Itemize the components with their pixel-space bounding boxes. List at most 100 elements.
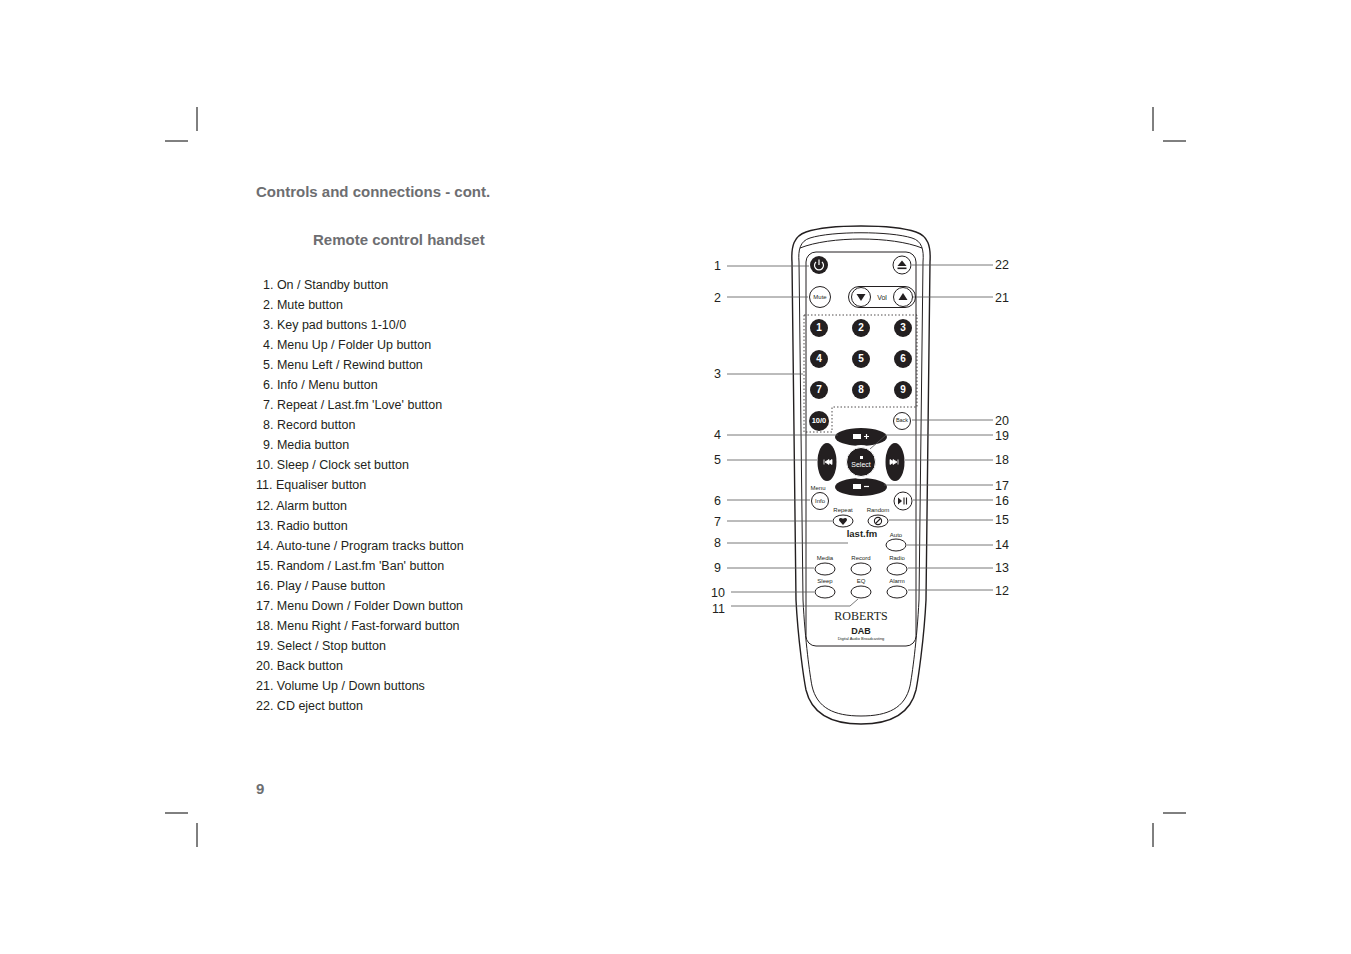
navigation-pad — [844, 445, 878, 479]
remote-body — [792, 226, 930, 724]
keypad-button: 3 — [894, 319, 912, 337]
callout-number: 18 — [995, 453, 1009, 467]
crop-mark — [1153, 823, 1154, 847]
oval-button — [887, 563, 907, 575]
remote-body — [800, 239, 922, 248]
navigation-pad — [818, 428, 905, 496]
leader-line — [727, 568, 814, 569]
navigation-pad — [886, 443, 905, 481]
oval-button — [815, 563, 835, 575]
play-pause-button — [898, 498, 902, 505]
leader-line — [905, 460, 993, 461]
navigation-pad — [835, 428, 887, 446]
navigation-pad — [853, 434, 861, 439]
remote-body — [806, 252, 916, 646]
callout-number: 19 — [995, 429, 1009, 443]
keypad-button: 9 — [894, 381, 912, 399]
list-item: 5. Menu Left / Rewind button — [263, 358, 423, 372]
leader-line — [727, 374, 803, 375]
volume-group: Vol — [848, 286, 916, 308]
brand-logo: last.fm — [847, 529, 878, 540]
oval-button — [851, 586, 871, 598]
navigation-pad — [824, 460, 832, 465]
callout-number: 5 — [714, 453, 721, 467]
list-item: 6. Info / Menu button — [263, 378, 378, 392]
leader-line — [727, 297, 808, 298]
page-number: 9 — [256, 780, 264, 797]
list-item: 13. Radio button — [256, 519, 348, 533]
list-item: 20. Back button — [256, 659, 343, 673]
callout-number: 12 — [995, 584, 1009, 598]
button-label: Media — [817, 555, 833, 562]
keypad-button: 6 — [894, 350, 912, 368]
leader-line — [731, 599, 858, 606]
leader-line — [870, 435, 993, 449]
volume-buttons — [894, 288, 913, 307]
leader-line — [913, 500, 993, 501]
list-item: 17. Menu Down / Folder Down button — [256, 599, 463, 613]
button-text: Mute — [813, 294, 826, 300]
power-button — [818, 260, 819, 266]
list-item: 22. CD eject button — [256, 699, 363, 713]
button-label: EQ — [857, 578, 866, 585]
eject-button — [898, 261, 907, 267]
crop-mark — [165, 107, 1186, 847]
navigation-pad — [835, 478, 887, 496]
list-item: 4. Menu Up / Folder Up button — [263, 338, 431, 352]
button-label: Repeat — [833, 507, 852, 514]
play-pause-button — [894, 492, 912, 510]
button-text: Select — [851, 461, 870, 468]
button-text: 9 — [900, 385, 906, 395]
leader-line — [912, 420, 993, 421]
callout-number: 9 — [714, 561, 721, 575]
button-label: Alarm — [889, 578, 905, 585]
list-item: 7. Repeat / Last.fm 'Love' button — [263, 398, 442, 412]
button-text: 10/0 — [812, 417, 827, 425]
button-text: Back — [896, 418, 908, 424]
navigation-pad — [864, 486, 869, 487]
oval-button — [815, 515, 907, 598]
eject-button — [893, 256, 911, 274]
list-item: 15. Random / Last.fm 'Ban' button — [256, 559, 444, 573]
button-label: Menu — [810, 485, 825, 492]
leader-line — [727, 500, 810, 501]
love-ban-icon — [874, 517, 881, 524]
mute-button: Mute — [809, 286, 831, 308]
love-ban-icon — [839, 518, 847, 525]
button-text: 1 — [816, 323, 822, 333]
back-button: Back — [893, 412, 911, 430]
play-pause-button — [894, 492, 912, 510]
list-item: 8. Record button — [263, 418, 355, 432]
button-text: 5 — [858, 354, 864, 364]
leader-line — [908, 568, 993, 569]
callout-number: 20 — [995, 414, 1009, 428]
volume-buttons — [899, 293, 908, 300]
callout-number: 17 — [995, 479, 1009, 493]
crop-mark — [1153, 107, 1154, 131]
callout-number: 6 — [714, 494, 721, 508]
callout-number: 21 — [995, 291, 1009, 305]
section-heading: Remote control handset — [313, 231, 485, 248]
oval-button — [815, 586, 835, 598]
leader-line — [727, 521, 832, 522]
oval-button — [833, 515, 853, 527]
callout-number: 15 — [995, 513, 1009, 527]
button-label: Random — [867, 507, 890, 514]
oval-button — [886, 539, 906, 551]
callout-number: 3 — [714, 367, 721, 381]
callout-number: 7 — [714, 515, 721, 529]
list-item: 2. Mute button — [263, 298, 343, 312]
callout-number: 2 — [714, 291, 721, 305]
oval-button — [887, 586, 907, 598]
remote-body — [792, 226, 930, 724]
eject-button — [893, 256, 911, 274]
list-item: 18. Menu Right / Fast-forward button — [256, 619, 460, 633]
volume-buttons — [852, 288, 913, 307]
list-item: 3. Key pad buttons 1-10/0 — [263, 318, 406, 332]
volume-buttons — [852, 288, 871, 307]
button-text: 2 — [858, 323, 864, 333]
keypad-outline — [804, 315, 917, 432]
callout-number: 8 — [714, 536, 721, 550]
callout-number: 11 — [712, 602, 725, 616]
